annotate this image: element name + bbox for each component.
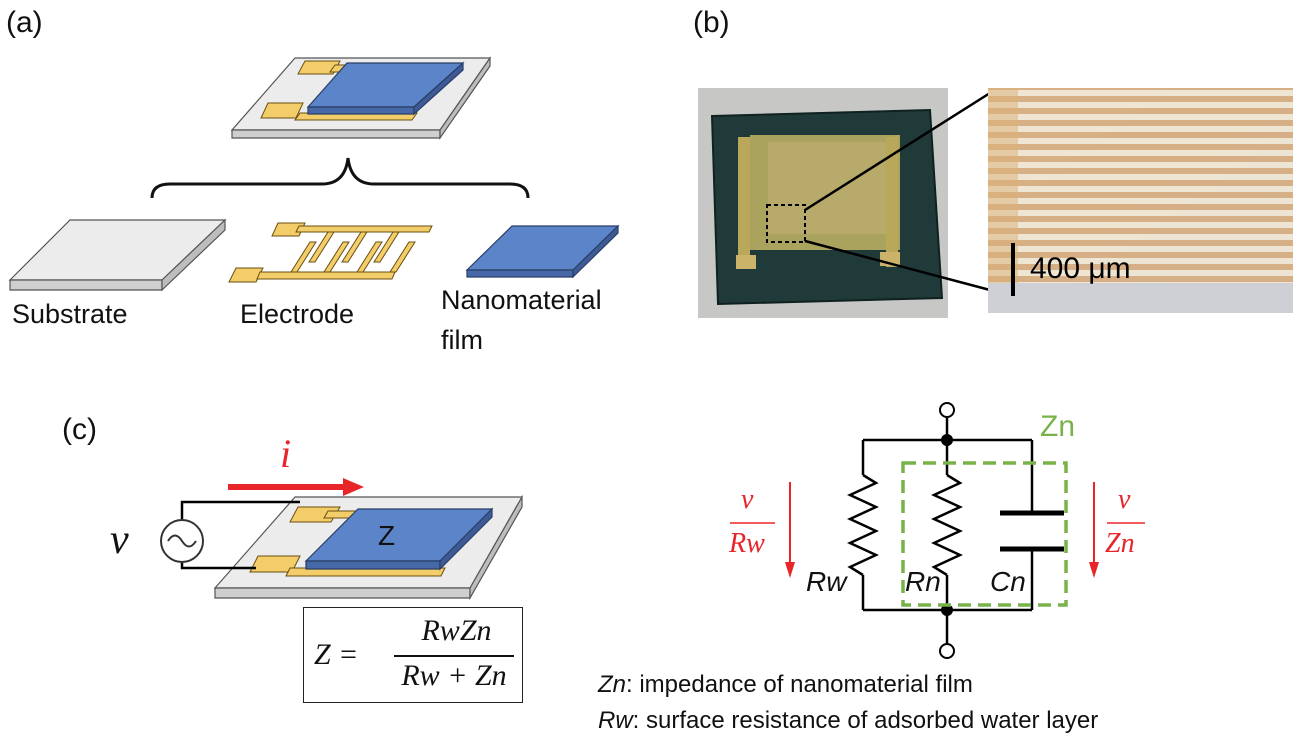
rw-label: Rw <box>806 566 847 597</box>
rw-current-numerator: v <box>741 484 754 515</box>
current-arrow-rw <box>785 482 795 578</box>
rw-current-denominator: Rw <box>729 528 765 559</box>
impedance-symbol: Z <box>378 520 396 551</box>
node-top <box>941 434 953 446</box>
formula-lhs: Z = <box>314 638 359 671</box>
electrode-label: Electrode <box>240 299 355 329</box>
panel-label-c: (c) <box>62 413 97 446</box>
legend-line-rw: Rw: surface resistance of adsorbed water… <box>598 707 1098 735</box>
scale-bar-label: 400 μm <box>1030 252 1131 285</box>
capacitor-cn <box>1000 510 1064 552</box>
legend-rw-text: : surface resistance of adsorbed water l… <box>632 707 1099 734</box>
cn-label: Cn <box>990 566 1026 597</box>
film-label-line2: film <box>441 325 483 355</box>
substrate-label: Substrate <box>12 299 128 329</box>
terminal-bottom <box>939 643 955 659</box>
panel-label-b: (b) <box>693 6 730 39</box>
zn-box-label: Zn <box>1040 410 1076 443</box>
zn-current-numerator: v <box>1118 484 1131 515</box>
terminal-top <box>939 402 955 418</box>
film-part <box>465 224 620 279</box>
resistor-rw <box>847 473 879 577</box>
brace <box>150 157 530 199</box>
film-label-line1: Nanomaterial <box>441 285 602 315</box>
legend-zn-text: : impedance of nanomaterial film <box>626 671 973 698</box>
node-bottom <box>941 604 953 616</box>
legend-zn-symbol: Zn <box>598 671 627 698</box>
zn-current-denominator: Zn <box>1105 528 1135 559</box>
current-arrow <box>228 478 364 496</box>
zn-dashed-box <box>901 461 1068 607</box>
panel-label-a: (a) <box>6 6 43 39</box>
zoom-line-top <box>804 91 991 212</box>
voltage-symbol: v <box>110 517 129 563</box>
rn-label: Rn <box>905 566 941 597</box>
microscope-image <box>988 88 1293 313</box>
zoom-line-bottom <box>804 239 991 292</box>
legend-line-zn: Zn: impedance of nanomaterial film <box>598 671 973 699</box>
formula-numerator: RwZn <box>421 614 492 647</box>
resistor-rn <box>931 473 963 577</box>
formula-fraction-bar <box>394 655 514 657</box>
legend-rw-symbol: Rw <box>598 707 633 734</box>
measured-sensor <box>213 494 524 601</box>
electrode-part <box>228 222 433 283</box>
assembled-sensor <box>230 56 492 140</box>
chip-photo <box>698 88 948 318</box>
formula-denominator: Rw + Zn <box>401 659 507 692</box>
impedance-formula: Z = RwZn Rw + Zn <box>303 607 523 703</box>
substrate-part <box>8 218 227 292</box>
current-arrow-zn <box>1089 482 1099 578</box>
current-symbol: i <box>280 431 292 476</box>
